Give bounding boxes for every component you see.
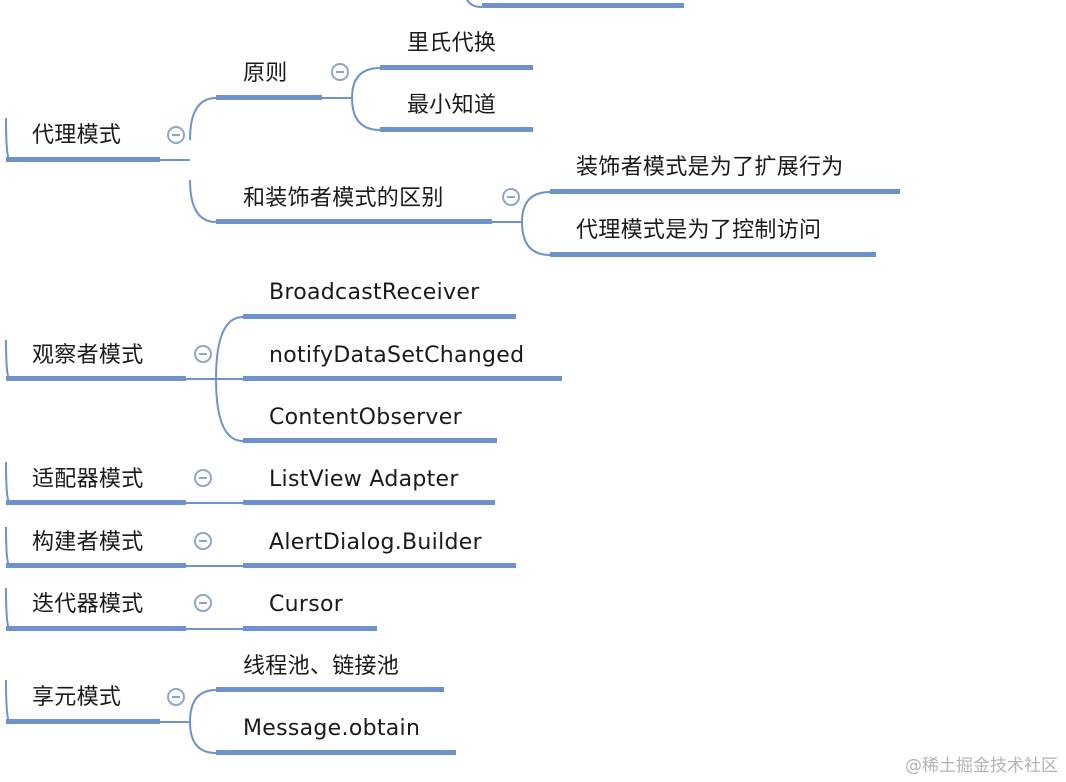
leaf-alertdialog-builder[interactable]: AlertDialog.Builder [269,530,482,555]
collapse-toggle-icon[interactable] [331,63,349,81]
connector [466,0,483,8]
branch-underline [243,438,497,443]
branch-underline [243,563,516,568]
leaf-liskov-substitution[interactable]: 里氏代换 [407,31,497,56]
topic-adapter-pattern[interactable]: 适配器模式 [32,467,144,492]
topic-observer-pattern[interactable]: 观察者模式 [32,343,144,368]
leaf-message-obtain[interactable]: Message.obtain [243,716,421,741]
watermark: @稀土掘金技术社区 [905,756,1058,776]
topic-builder-pattern[interactable]: 构建者模式 [32,530,144,555]
branch-underline [6,626,186,631]
connector [215,316,244,380]
collapse-toggle-icon[interactable] [194,532,212,550]
branch-underline [6,563,186,568]
branch-underline [550,189,900,194]
leaf-listview-adapter[interactable]: ListView Adapter [269,467,459,492]
branch-underline [243,500,495,505]
branch-underline [6,376,186,381]
leaf-cursor[interactable]: Cursor [269,592,344,617]
leaf-content-observer[interactable]: ContentObserver [269,405,462,430]
collapse-toggle-icon[interactable] [502,188,520,206]
topic-iterator-pattern[interactable]: 迭代器模式 [32,592,144,617]
connector [5,461,11,504]
connector [189,689,217,723]
connector [5,587,11,630]
branch-underline [482,3,684,8]
connector [521,191,551,223]
collapse-toggle-icon[interactable] [167,688,185,706]
connector [351,67,381,99]
collapse-toggle-icon[interactable] [167,126,185,144]
branch-underline [6,157,160,162]
connector [5,679,11,723]
subtopic-difference-from-decorator[interactable]: 和装饰者模式的区别 [243,186,444,211]
branch-underline [550,252,876,257]
connector [189,721,217,754]
collapse-toggle-icon[interactable] [194,594,212,612]
collapse-toggle-icon[interactable] [194,345,212,363]
leaf-decorator-extends-behavior[interactable]: 装饰者模式是为了扩展行为 [576,155,844,180]
connector [5,339,11,380]
connector [215,378,244,442]
leaf-proxy-controls-access[interactable]: 代理模式是为了控制访问 [576,218,822,243]
branch-underline [216,687,444,692]
connector [5,117,11,161]
branch-underline [216,750,456,755]
branch-underline [216,219,492,224]
connector [5,526,11,567]
subtopic-principles[interactable]: 原则 [243,61,288,86]
leaf-broadcast-receiver[interactable]: BroadcastReceiver [269,280,480,305]
branch-underline [380,127,533,132]
branch-underline [216,95,322,100]
branch-underline [243,314,516,319]
leaf-least-knowledge[interactable]: 最小知道 [407,93,497,118]
connector [351,97,381,131]
branch-underline [243,626,377,631]
connector [189,97,217,141]
branch-underline [6,719,160,724]
branch-underline [243,376,562,381]
branch-underline [380,65,533,70]
branch-underline [6,500,186,505]
leaf-notify-data-set-changed[interactable]: notifyDataSetChanged [269,343,525,368]
topic-flyweight-pattern[interactable]: 享元模式 [32,685,122,710]
connector [189,179,217,223]
connector [521,221,551,256]
leaf-thread-pool[interactable]: 线程池、链接池 [243,654,400,679]
collapse-toggle-icon[interactable] [194,469,212,487]
topic-proxy-pattern[interactable]: 代理模式 [32,123,122,148]
